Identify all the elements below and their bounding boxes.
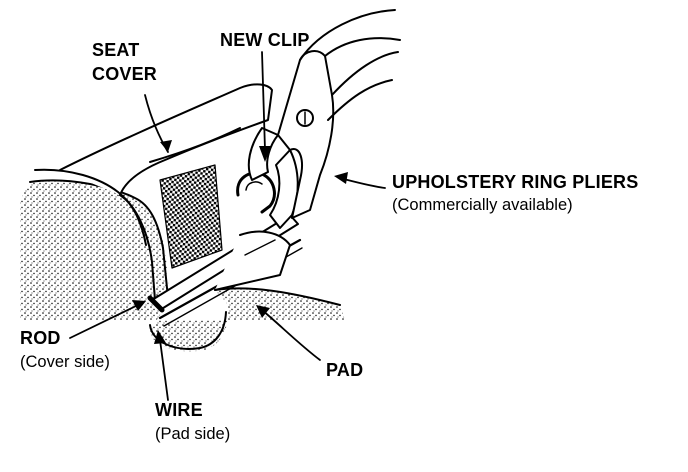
pad-outline-left [29, 179, 169, 299]
pliers-handle-2 [324, 37, 401, 57]
pad-slot [214, 230, 291, 291]
seat-cover-body [59, 83, 273, 196]
leader-wire [159, 339, 169, 401]
label-pad-side: (Pad side) [155, 425, 231, 443]
seat-cover-fold [34, 168, 147, 246]
label-seat: SEAT [92, 40, 140, 60]
cover-mesh [159, 164, 223, 269]
pad-outline-right [214, 287, 341, 306]
label-cover-side: (Cover side) [20, 353, 110, 371]
pliers-handle-3 [331, 51, 399, 96]
leader-pad [261, 309, 321, 361]
label-rod: ROD [20, 328, 61, 348]
seat-cover-fold-2 [149, 127, 241, 163]
pliers-jaw-upper [269, 149, 299, 229]
pliers-body [277, 50, 335, 219]
label-upholstery-ring-pliers: UPHOLSTERY RING PLIERS [392, 172, 639, 192]
pliers-handle-4 [327, 79, 393, 121]
leader-rod [69, 304, 139, 339]
label-wire: WIRE [155, 400, 203, 420]
label-commercially-available: (Commercially available) [392, 196, 573, 214]
label-pad: PAD [326, 360, 364, 380]
pliers-handle-1 [299, 9, 396, 61]
leader-new-clip [261, 51, 266, 151]
label-cover: COVER [92, 64, 158, 84]
label-new-clip: NEW CLIP [220, 30, 310, 50]
